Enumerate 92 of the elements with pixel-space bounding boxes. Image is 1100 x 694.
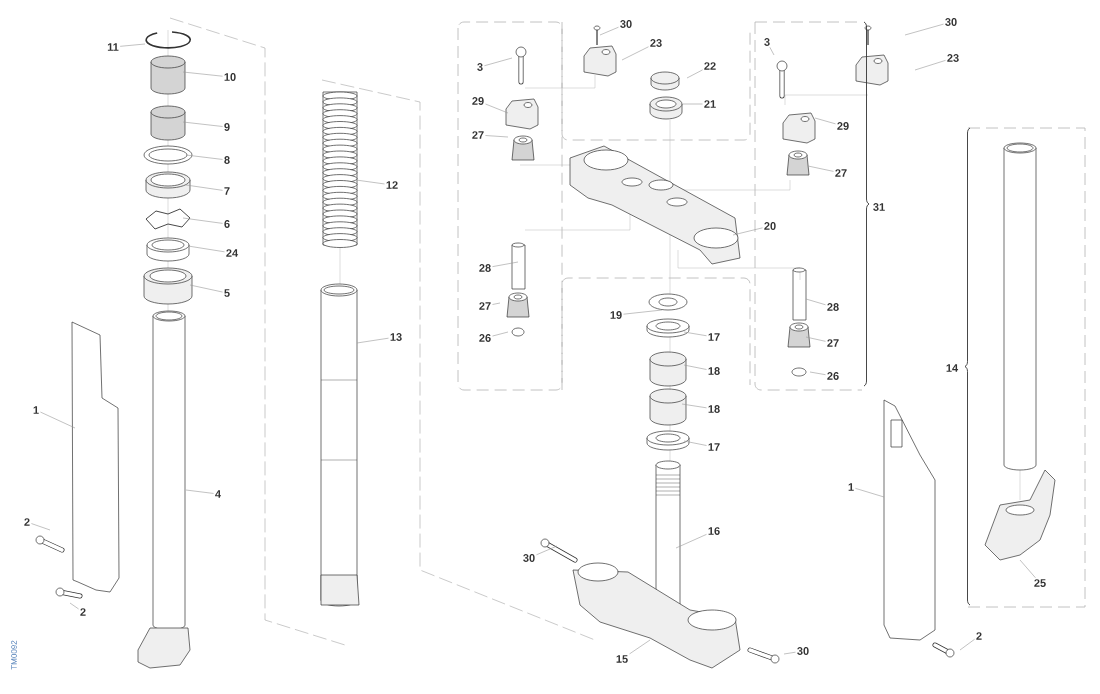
leader-line — [485, 135, 509, 138]
leader-line — [187, 245, 225, 253]
callout-number: 30 — [797, 647, 809, 655]
callout-number: 4 — [215, 490, 221, 498]
leader-line — [356, 337, 389, 344]
callout-number: 11 — [107, 43, 119, 51]
callout-number: 3 — [764, 38, 770, 46]
callout-number: 27 — [835, 169, 847, 177]
leader-line — [805, 298, 826, 306]
leader-line — [536, 545, 558, 556]
leader-line — [914, 60, 946, 71]
callout-number: 23 — [650, 39, 662, 47]
callout-number: 27 — [472, 131, 484, 139]
leader-line — [805, 336, 826, 342]
leader-line — [189, 284, 223, 293]
drawing-number: TM0092 — [11, 640, 17, 670]
leader-line — [959, 638, 975, 651]
leader-line — [732, 227, 763, 236]
leader-line — [683, 440, 707, 446]
callout-number: 30 — [523, 554, 535, 562]
callout-number: 20 — [764, 222, 776, 230]
leader-line — [355, 179, 385, 185]
leader-line — [675, 534, 707, 549]
callout-number: 10 — [224, 73, 236, 81]
leader-line — [185, 489, 214, 494]
callout-number: 8 — [224, 156, 230, 164]
callout-number: 29 — [837, 122, 849, 130]
callout-number: 28 — [827, 303, 839, 311]
leader-line — [623, 309, 663, 315]
callout-number: 18 — [708, 367, 720, 375]
leader-line — [809, 371, 826, 375]
callout-number: 24 — [226, 249, 239, 257]
leader-line — [599, 26, 619, 36]
callout-number: 21 — [704, 100, 716, 108]
leader-line — [492, 331, 509, 337]
callout-number: 17 — [708, 333, 720, 341]
callout-number: 27 — [479, 302, 491, 310]
callout-number: 28 — [479, 264, 491, 272]
callout-number: 19 — [610, 311, 622, 319]
callout-number: 26 — [827, 372, 839, 380]
leader-line — [783, 651, 796, 655]
leader-line — [904, 23, 944, 36]
leader-line — [681, 403, 707, 409]
leader-line — [485, 103, 509, 114]
leader-line — [31, 523, 51, 531]
callout-number: 5 — [224, 289, 230, 297]
leader-line — [855, 488, 885, 498]
leader-line — [492, 261, 519, 267]
leader-line — [182, 217, 223, 224]
leader-line — [769, 46, 775, 56]
leader-line — [119, 43, 146, 47]
callout-number: 30 — [620, 20, 632, 28]
leader-line — [182, 121, 223, 127]
leader-line — [69, 602, 79, 610]
leader-line — [686, 69, 703, 79]
leader-line — [807, 165, 834, 172]
callout-number: 2 — [24, 518, 30, 526]
leader-line — [814, 117, 836, 125]
callout-number: 1 — [848, 483, 854, 491]
callout-number: 2 — [80, 608, 86, 616]
callout-number: 14 — [946, 364, 959, 372]
leader-line — [492, 302, 501, 305]
callout-number: 18 — [708, 405, 720, 413]
callout-number: 15 — [616, 655, 628, 663]
callout-number: 17 — [708, 443, 720, 451]
callout-number: 27 — [827, 339, 839, 347]
callout-number: 1 — [33, 406, 39, 414]
callout-number: 25 — [1034, 579, 1046, 587]
leader-line — [683, 364, 707, 370]
leader-line — [182, 71, 223, 77]
callout-number: 7 — [224, 187, 230, 195]
callout-number: 26 — [479, 334, 491, 342]
callout-number: 9 — [224, 123, 230, 131]
leader-line — [1019, 559, 1036, 579]
callout-number: 6 — [224, 220, 230, 228]
leader-line — [629, 639, 651, 655]
leader-line — [40, 411, 76, 429]
callout-number: 3 — [477, 63, 483, 71]
leader-line — [484, 57, 513, 67]
leader-line — [185, 184, 223, 191]
callout-number: 31 — [873, 203, 885, 211]
callout-number: 13 — [390, 333, 402, 341]
callout-number: 23 — [947, 54, 959, 62]
callout-number: 16 — [708, 527, 720, 535]
callout-number: 30 — [945, 18, 957, 26]
leader-line — [683, 331, 707, 337]
callout-number: 12 — [386, 181, 398, 189]
callout-number: 29 — [472, 97, 484, 105]
leader-line — [185, 154, 223, 160]
leader-line — [621, 46, 649, 61]
callout-number: 2 — [976, 632, 982, 640]
callout-number: 22 — [704, 62, 716, 70]
